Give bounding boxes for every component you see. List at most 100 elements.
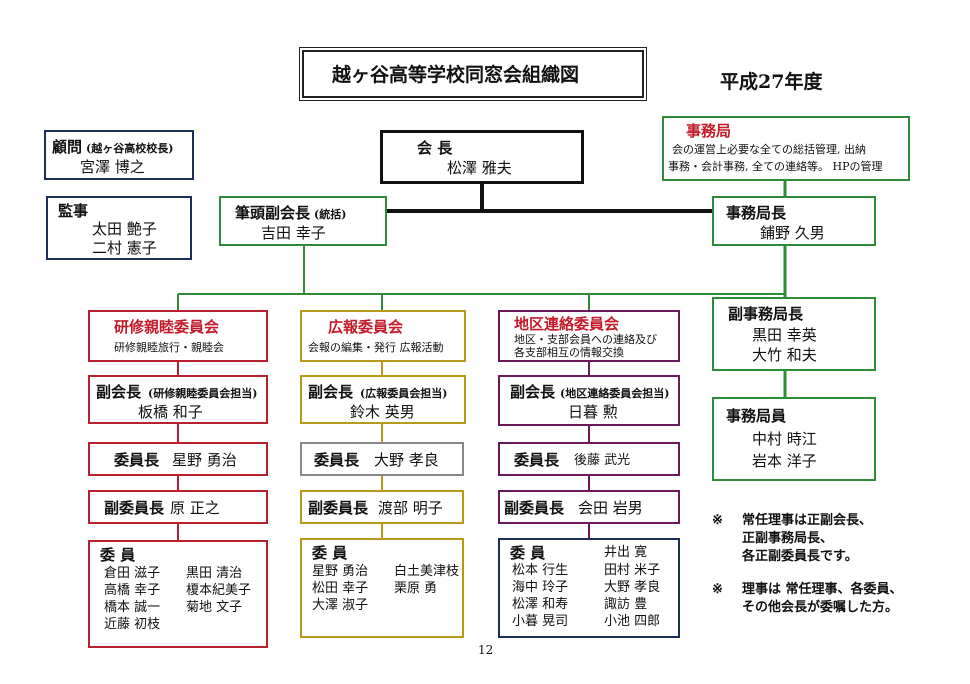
sec-chief-title: 事務局長 — [726, 204, 787, 222]
committee-1-chair-title: 委員長 — [114, 451, 160, 469]
advisor-heading: 顧問 — [52, 138, 83, 156]
note-1-mark: ※ — [712, 513, 723, 528]
committee-2-member: 栗原 勇 — [394, 581, 438, 596]
committee-2-member: 星野 勇治 — [312, 564, 369, 579]
committee-2-vp-title: 副会長 — [308, 383, 354, 401]
committee-3-vicechair-title: 副委員長 — [504, 499, 565, 517]
auditor-name-2: 二村 憲子 — [92, 239, 157, 257]
committee-1-member: 黒田 清治 — [186, 566, 243, 581]
committee-2-members-box: 委 員 星野 勇治 白土美津枝 松田 幸子 栗原 勇 大澤 淑子 — [300, 538, 464, 638]
sec-staff-box: 事務局員 中村 時江 岩本 洋子 — [712, 397, 876, 481]
committee-2-vicechair-box: 副委員長 渡部 明子 — [300, 490, 464, 524]
secretariat-desc-1: 会の運営上必要な全ての総括管理, 出納 — [672, 143, 866, 156]
committee-2-members-title: 委 員 — [312, 544, 348, 562]
committee-3-member: 松澤 和寿 — [512, 597, 569, 612]
president-name: 松澤 雅夫 — [447, 159, 512, 177]
sec-chief-box: 事務局長 鋪野 久男 — [712, 196, 876, 246]
senior-vp-name: 吉田 幸子 — [261, 224, 326, 242]
vice-sec-chief-name-2: 大竹 和夫 — [752, 346, 817, 364]
sec-staff-name-2: 岩本 洋子 — [752, 452, 817, 470]
committee-2-vicechair-name: 渡部 明子 — [378, 499, 443, 517]
auditor-heading: 監事 — [58, 202, 89, 220]
advisor-name: 宮澤 博之 — [80, 158, 145, 176]
committee-1-member: 近藤 初枝 — [104, 617, 161, 632]
committee-2-desc: 会報の編集・発行 広報活動 — [308, 341, 444, 354]
committee-3-desc-1: 地区・支部会員への連絡及び — [514, 333, 657, 346]
committee-3-chair-title: 委員長 — [514, 451, 560, 469]
committee-1-vp-note: (研修親睦委員会担当) — [148, 387, 258, 400]
committee-3-member: 小池 四郎 — [604, 614, 661, 629]
senior-vp-box: 筆頭副会長 (統括) 吉田 幸子 — [219, 196, 387, 246]
committee-3-name: 地区連絡委員会 — [514, 315, 620, 333]
committee-1-name: 研修親睦委員会 — [114, 318, 220, 336]
page-number: 12 — [478, 643, 494, 657]
committee-1-desc: 研修親睦旅行・親睦会 — [114, 341, 224, 354]
committee-2-header: 広報委員会 会報の編集・発行 広報活動 — [300, 310, 466, 362]
committee-1-members-title: 委 員 — [100, 546, 136, 564]
committee-3-chair-name: 後藤 武光 — [574, 453, 631, 468]
committee-1-member: 菊地 文子 — [186, 600, 243, 615]
committee-3-vp-name: 日暮 勲 — [568, 403, 618, 421]
committee-3-vp-box: 副会長 (地区連絡委員会担当) 日暮 勲 — [498, 375, 680, 426]
committee-2-member: 大澤 淑子 — [312, 598, 369, 613]
senior-vp-note: (統括) — [314, 208, 347, 221]
committee-3-member: 海中 玲子 — [512, 580, 569, 595]
secretariat-title: 事務局 — [686, 122, 732, 140]
committee-1-vicechair-name: 原 正之 — [170, 499, 220, 517]
committee-2-name: 広報委員会 — [328, 318, 404, 336]
committee-2-member: 白土美津枝 — [394, 564, 460, 579]
note-1-line-2: 正副事務局長、 — [742, 531, 834, 546]
vice-sec-chief-name-1: 黒田 幸英 — [752, 326, 817, 344]
committee-2-chair-box: 委員長 大野 孝良 — [300, 442, 464, 476]
committee-1-member: 倉田 滋子 — [104, 566, 161, 581]
committee-1-vp-box: 副会長 (研修親睦委員会担当) 板橋 和子 — [88, 375, 268, 424]
committee-1-chair-box: 委員長 星野 勇治 — [88, 442, 268, 476]
committee-3-member: 小暮 晃司 — [512, 614, 569, 629]
sec-chief-name: 鋪野 久男 — [760, 224, 825, 242]
president-title: 会 長 — [417, 139, 453, 157]
note-2-line-1: 理事は 常任理事、各委員、 — [742, 582, 903, 597]
committee-3-members-title: 委 員 — [510, 544, 546, 562]
committee-2-member: 松田 幸子 — [312, 581, 369, 596]
committee-1-vicechair-box: 副委員長 原 正之 — [88, 490, 268, 524]
note-1-line-1: 常任理事は正副会長、 — [742, 513, 873, 528]
committee-3-vp-title: 副会長 — [510, 383, 556, 401]
committee-3-member: 松本 行生 — [512, 563, 569, 578]
advisor-box: 顧問 (越ヶ谷高校校長) 宮澤 博之 — [44, 130, 194, 180]
page-title: 越ヶ谷高等学校同窓会組織図 — [332, 64, 580, 86]
committee-3-member: 田村 米子 — [604, 563, 661, 578]
committee-3-members-box: 委 員 井出 寛 松本 行生 田村 米子 海中 玲子 大野 孝良 松澤 和寿 諏… — [498, 538, 680, 638]
committee-1-chair-name: 星野 勇治 — [172, 451, 237, 469]
note-1-line-3: 各正副委員長です。 — [742, 549, 858, 564]
committee-3-member: 井出 寛 — [604, 545, 648, 560]
title-box: 越ヶ谷高等学校同窓会組織図 — [302, 50, 644, 98]
auditor-name-1: 太田 艶子 — [92, 220, 157, 238]
committee-2-chair-title: 委員長 — [314, 451, 360, 469]
committee-3-header: 地区連絡委員会 地区・支部会員への連絡及び 各支部相互の情報交換 — [498, 310, 680, 362]
note-2-mark: ※ — [712, 582, 723, 597]
committee-2-vicechair-title: 副委員長 — [308, 499, 369, 517]
committee-3-vp-note: (地区連絡委員会担当) — [560, 387, 670, 400]
committee-2-vp-note: (広報委員会担当) — [360, 387, 448, 400]
committee-1-vp-title: 副会長 — [96, 383, 142, 401]
vice-sec-chief-title: 副事務局長 — [728, 305, 804, 323]
sec-staff-title: 事務局員 — [726, 407, 787, 425]
secretariat-desc-2: 事務・会計事務, 全ての連絡等。 HPの管理 — [668, 160, 883, 173]
committee-1-member: 榎本紀美子 — [186, 583, 252, 598]
committee-3-desc-2: 各支部相互の情報交換 — [514, 346, 624, 359]
auditor-box: 監事 太田 艶子 二村 憲子 — [46, 196, 192, 260]
secretariat-box: 事務局 会の運営上必要な全ての総括管理, 出納 事務・会計事務, 全ての連絡等。… — [662, 116, 910, 181]
committee-1-vicechair-title: 副委員長 — [104, 499, 165, 517]
advisor-note: (越ヶ谷高校校長) — [86, 142, 174, 155]
committee-3-member: 大野 孝良 — [604, 580, 661, 595]
committee-2-vp-box: 副会長 (広報委員会担当) 鈴木 英男 — [300, 375, 466, 424]
committee-2-vp-name: 鈴木 英男 — [350, 403, 415, 421]
committee-3-member: 諏訪 豊 — [604, 597, 648, 612]
committee-3-vicechair-name: 会田 岩男 — [578, 499, 643, 517]
committee-1-vp-name: 板橋 和子 — [138, 403, 203, 421]
sec-staff-name-1: 中村 時江 — [752, 430, 817, 448]
president-box: 会 長 松澤 雅夫 — [380, 130, 584, 184]
committee-1-member: 橋本 誠一 — [104, 600, 161, 615]
committee-1-member: 高橋 幸子 — [104, 583, 161, 598]
